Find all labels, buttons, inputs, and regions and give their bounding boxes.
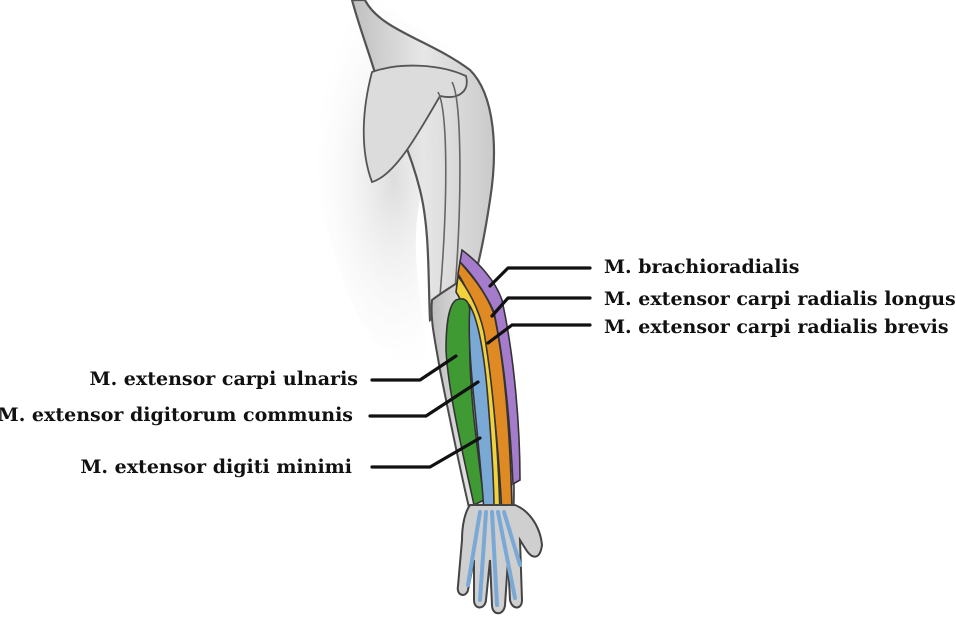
label-brachioradialis: M. brachioradialis — [604, 256, 800, 278]
hand — [456, 504, 544, 615]
label-ecu: M. extensor carpi ulnaris — [89, 368, 358, 390]
label-ecrl: M. extensor carpi radialis longus — [604, 288, 956, 310]
leader-ecrb — [486, 323, 592, 345]
leader-edc — [368, 380, 480, 418]
humerus — [437, 81, 461, 297]
leader-ecrl — [490, 296, 592, 318]
label-ecrb: M. extensor carpi radialis brevis — [604, 316, 949, 338]
leader-brachioradialis — [488, 266, 592, 288]
leader-edm — [370, 436, 482, 469]
extensor-tendons — [466, 510, 522, 607]
leader-ecu — [370, 354, 458, 382]
label-edc: M. extensor digitorum communis — [0, 404, 353, 426]
label-edm: M. extensor digiti minimi — [80, 456, 352, 478]
scapula — [362, 64, 468, 184]
